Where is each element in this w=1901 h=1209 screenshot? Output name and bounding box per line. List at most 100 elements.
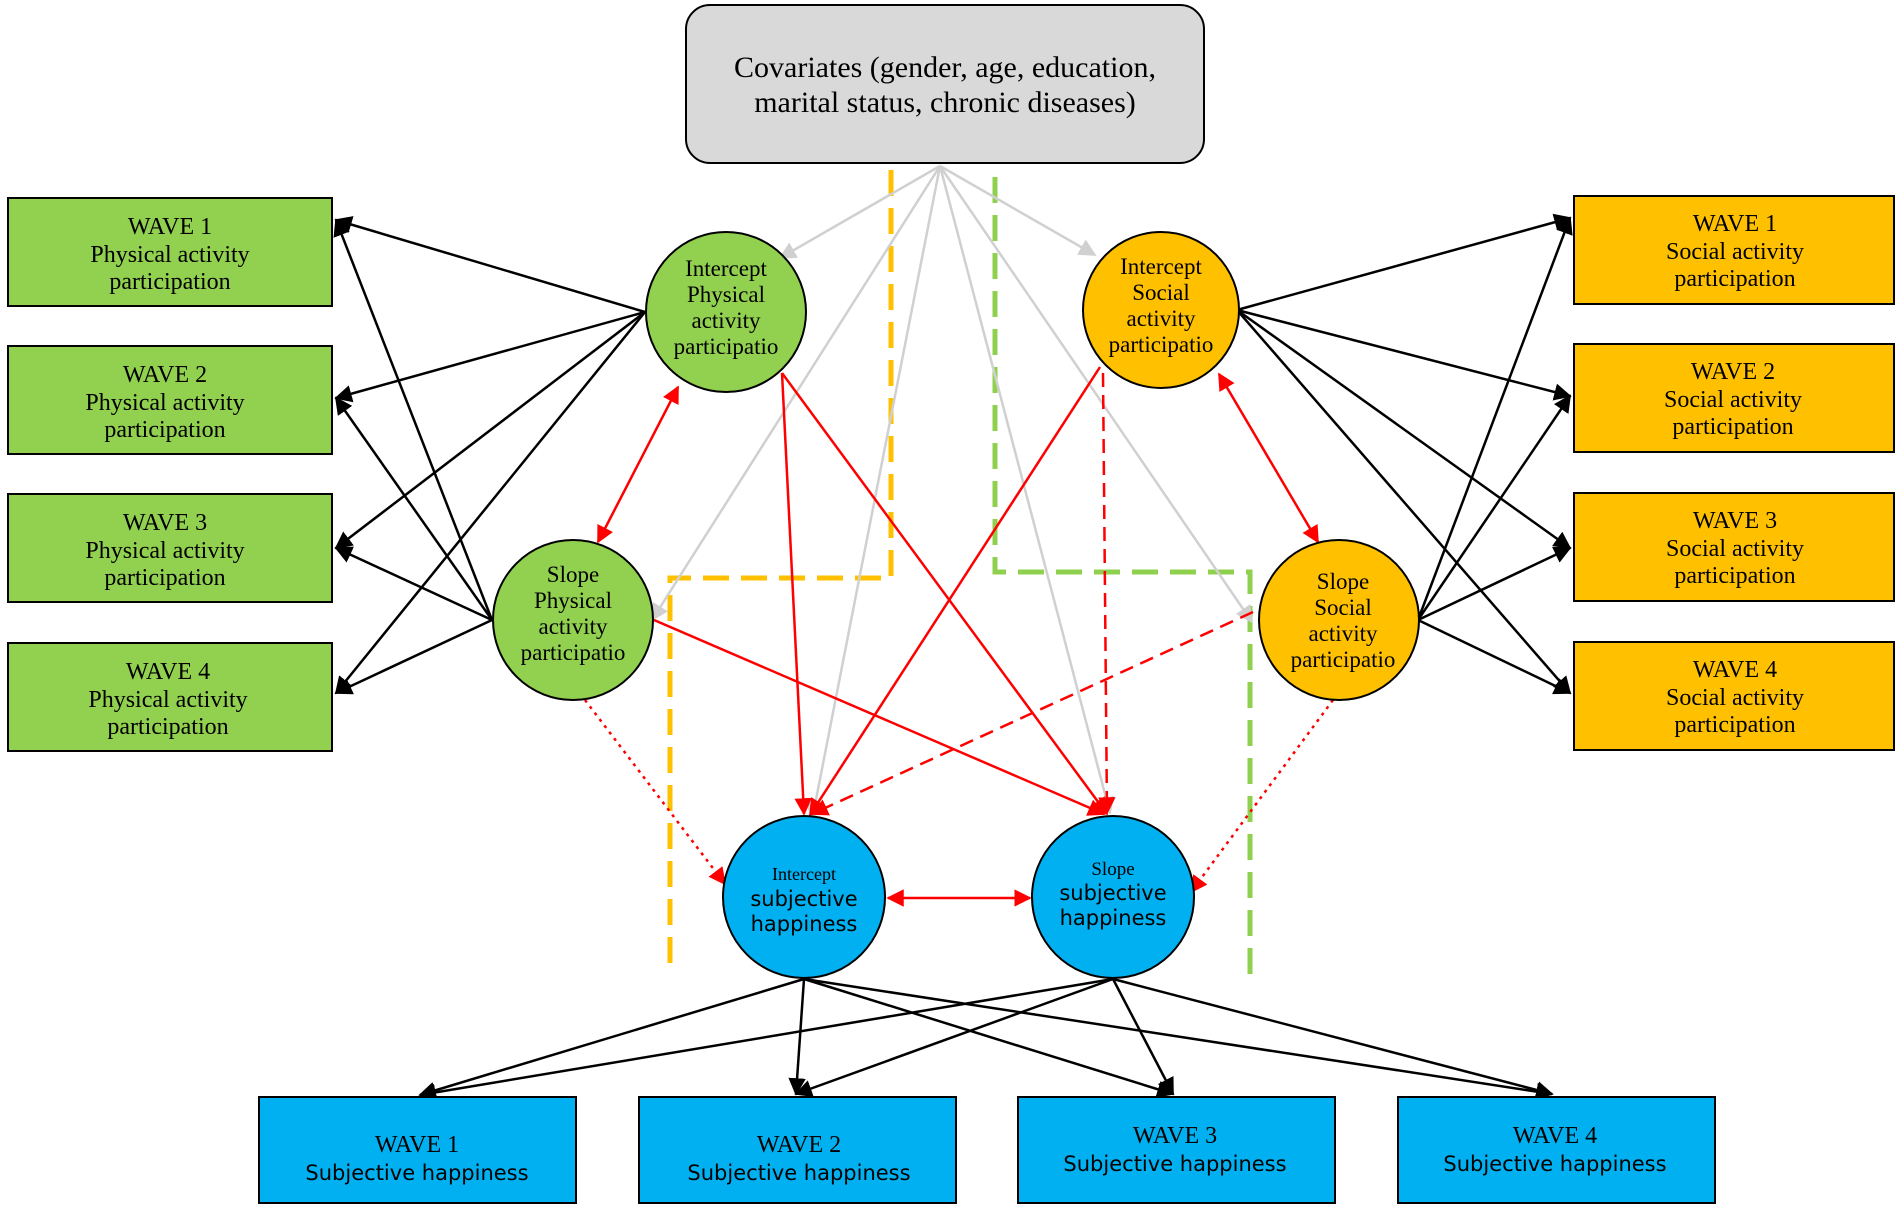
physical-wave-1-label: WAVE 1 bbox=[128, 214, 212, 240]
ip-to-pw1 bbox=[334, 216, 646, 314]
slope-physical-line1: Slope bbox=[547, 562, 599, 587]
slope-social-line3: activity bbox=[1309, 621, 1378, 646]
slope-happiness-line1: Slope bbox=[1091, 859, 1134, 880]
ss-to-ih-dashed bbox=[810, 610, 1254, 816]
ss-to-sh-dotted bbox=[1189, 699, 1335, 894]
physical-wave-1-line3: participation bbox=[109, 269, 230, 295]
intercept-social-node: Intercept Social activity participatio bbox=[1082, 231, 1240, 389]
physical-wave-4-line3: participation bbox=[107, 714, 228, 740]
social-loadings bbox=[1236, 213, 1573, 695]
ss-to-sw1 bbox=[1416, 216, 1573, 621]
ih-to-hw4 bbox=[803, 977, 1554, 1101]
ip-to-pw4 bbox=[334, 311, 646, 695]
slope-happiness-line3: happiness bbox=[1060, 906, 1167, 930]
physical-wave-4-box: WAVE 4 Physical activity participation bbox=[7, 642, 333, 752]
slope-social-line4: participatio bbox=[1291, 647, 1396, 672]
intercept-social-line3: activity bbox=[1127, 306, 1196, 331]
physical-wave-3-line2: Physical activity bbox=[85, 538, 244, 564]
slope-physical-line3: activity bbox=[539, 614, 608, 639]
intercept-happiness-line2: subjective bbox=[750, 887, 857, 911]
slope-physical-line2: Physical bbox=[534, 588, 612, 613]
cov-to-intercept-happiness bbox=[806, 165, 942, 822]
physical-wave-1-line2: Physical activity bbox=[90, 242, 249, 268]
social-wave-4-line3: participation bbox=[1674, 712, 1795, 738]
social-wave-4-line2: Social activity bbox=[1666, 685, 1804, 711]
is-to-sw1 bbox=[1236, 213, 1572, 312]
social-wave-1-label: WAVE 1 bbox=[1693, 211, 1777, 237]
ip-sp-covariance bbox=[596, 385, 680, 544]
is-to-sw2 bbox=[1236, 308, 1572, 401]
intercept-happiness-line3: happiness bbox=[751, 912, 858, 936]
ih-to-hw3 bbox=[803, 977, 1175, 1098]
physical-wave-boxes: WAVE 1 Physical activity participation W… bbox=[7, 197, 333, 752]
covariates-line1: Covariates (gender, age, education, bbox=[734, 51, 1156, 84]
sp-to-ih-dotted bbox=[584, 699, 727, 886]
physical-loadings bbox=[333, 216, 646, 695]
social-wave-3-line3: participation bbox=[1674, 563, 1795, 589]
is-ss-covariance bbox=[1217, 372, 1320, 544]
intercept-happiness-node: Intercept subjective happiness bbox=[722, 815, 886, 979]
covariates-box: Covariates (gender, age, education, mari… bbox=[685, 4, 1205, 164]
ip-to-pw2 bbox=[334, 310, 646, 403]
happiness-wave-3-label: WAVE 3 bbox=[1133, 1123, 1217, 1149]
sp-to-pw4 bbox=[334, 618, 493, 695]
physical-wave-4-label: WAVE 4 bbox=[126, 659, 210, 685]
ip-to-ih bbox=[780, 372, 812, 816]
happiness-wave-4-label: WAVE 4 bbox=[1513, 1123, 1597, 1149]
structural-paths bbox=[584, 366, 1335, 907]
sp-to-pw2 bbox=[334, 396, 494, 621]
slope-happiness-node: Slope subjective happiness bbox=[1031, 815, 1195, 979]
social-wave-3-label: WAVE 3 bbox=[1693, 508, 1777, 534]
cov-to-slope-social bbox=[938, 165, 1254, 624]
covariate-arrows bbox=[650, 164, 1254, 822]
covariates-line2: marital status, chronic diseases) bbox=[754, 86, 1136, 119]
intercept-physical-line3: activity bbox=[692, 308, 761, 333]
happiness-wave-1-box: WAVE 1 Subjective happiness bbox=[258, 1096, 577, 1204]
happiness-loadings bbox=[418, 977, 1554, 1102]
ih-to-hw2 bbox=[788, 978, 806, 1096]
sp-to-pw3 bbox=[334, 546, 493, 622]
cov-to-intercept-physical bbox=[778, 164, 941, 260]
intercept-social-line2: Social bbox=[1132, 280, 1190, 305]
social-wave-4-label: WAVE 4 bbox=[1693, 657, 1777, 683]
happiness-wave-2-line2: Subjective happiness bbox=[687, 1161, 910, 1185]
happiness-wave-2-box: WAVE 2 Subjective happiness bbox=[638, 1096, 957, 1204]
sh-to-hw1 bbox=[418, 977, 1114, 1102]
happiness-wave-boxes: WAVE 1 Subjective happiness WAVE 2 Subje… bbox=[258, 1096, 1716, 1204]
social-wave-2-box: WAVE 2 Social activity participation bbox=[1573, 343, 1895, 453]
happiness-wave-1-label: WAVE 1 bbox=[375, 1132, 459, 1158]
ih-to-hw1 bbox=[418, 977, 805, 1099]
social-wave-2-line3: participation bbox=[1672, 414, 1793, 440]
ip-to-sh bbox=[780, 372, 1109, 816]
slope-social-line1: Slope bbox=[1317, 569, 1369, 594]
slope-physical-line4: participatio bbox=[521, 640, 626, 665]
sp-to-sh bbox=[653, 618, 1106, 816]
social-wave-3-line2: Social activity bbox=[1666, 536, 1804, 562]
physical-wave-4-line2: Physical activity bbox=[88, 687, 247, 713]
sh-to-hw3 bbox=[1111, 978, 1175, 1096]
is-to-sw3 bbox=[1236, 308, 1572, 550]
ss-to-sw4 bbox=[1417, 618, 1572, 695]
happiness-wave-3-line2: Subjective happiness bbox=[1063, 1152, 1286, 1176]
ip-to-pw3 bbox=[334, 311, 646, 550]
social-wave-3-box: WAVE 3 Social activity participation bbox=[1573, 492, 1895, 602]
slope-social-line2: Social bbox=[1314, 595, 1372, 620]
physical-wave-3-box: WAVE 3 Physical activity participation bbox=[7, 493, 333, 603]
latent-factors: Intercept Physical activity participatio… bbox=[492, 231, 1420, 979]
social-wave-boxes: WAVE 1 Social activity participation WAV… bbox=[1573, 195, 1895, 751]
cov-to-intercept-social bbox=[939, 164, 1097, 257]
intercept-physical-line1: Intercept bbox=[685, 256, 767, 281]
physical-wave-2-line3: participation bbox=[104, 417, 225, 443]
physical-wave-2-line2: Physical activity bbox=[85, 390, 244, 416]
intercept-happiness-line1: Intercept bbox=[772, 864, 836, 884]
intercept-physical-node: Intercept Physical activity participatio bbox=[645, 231, 807, 393]
slope-happiness-line2: subjective bbox=[1059, 881, 1166, 905]
physical-wave-2-box: WAVE 2 Physical activity participation bbox=[7, 345, 333, 455]
slope-physical-node: Slope Physical activity participatio bbox=[492, 539, 654, 701]
physical-wave-2-label: WAVE 2 bbox=[123, 362, 207, 388]
happiness-wave-2-label: WAVE 2 bbox=[757, 1132, 841, 1158]
social-wave-2-label: WAVE 2 bbox=[1691, 359, 1775, 385]
is-to-sh-dashed bbox=[1098, 372, 1116, 815]
ss-to-sw3 bbox=[1417, 546, 1572, 622]
orange-group-dash bbox=[667, 170, 894, 975]
